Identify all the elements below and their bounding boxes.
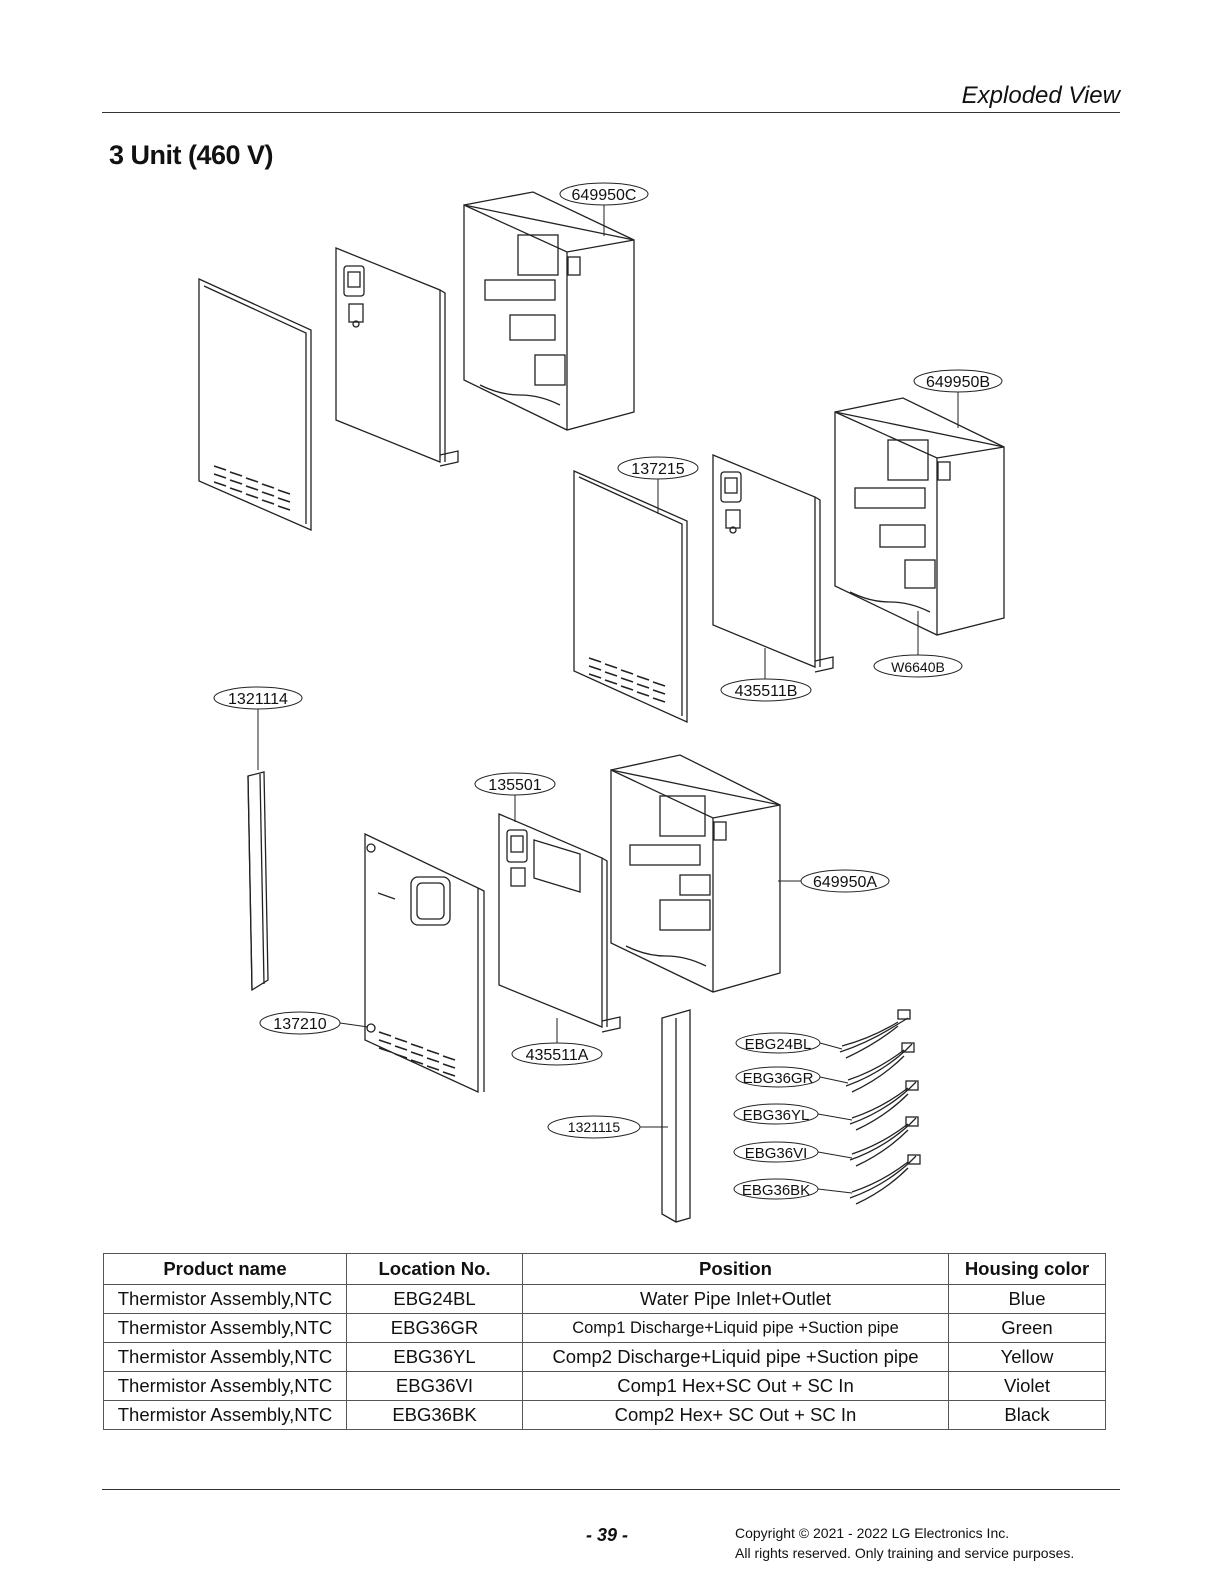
column-header: Position <box>522 1253 949 1285</box>
label-EBG36VI: EBG36VI <box>745 1145 808 1162</box>
copyright-notice: Copyright © 2021 - 2022 LG Electronics I… <box>735 1523 1074 1563</box>
inner-panel-c <box>335 247 459 467</box>
exploded-view-diagram: 649950C 649950B 137215 W6640B 435511B 13… <box>198 182 1005 1223</box>
cell-location-no: EBG36VI <box>346 1371 523 1401</box>
label-EBG24BL: EBG24BL <box>745 1036 812 1053</box>
label-649950C: 649950C <box>572 187 637 204</box>
chassis-b <box>834 397 1005 636</box>
inner-panel-a <box>498 813 621 1033</box>
cell-location-no: EBG36YL <box>346 1342 523 1372</box>
cell-housing-color: Violet <box>948 1371 1106 1401</box>
cell-location-no: EBG36GR <box>346 1313 523 1343</box>
column-header: Product name <box>103 1253 347 1285</box>
page-number: - 39 - <box>586 1525 629 1545</box>
label-1321115: 1321115 <box>568 1119 621 1135</box>
footer-rule <box>102 1489 1120 1490</box>
table-row: Thermistor Assembly,NTC EBG36VI Comp1 He… <box>103 1371 1106 1401</box>
cell-position: Comp1 Hex+SC Out + SC In <box>522 1371 949 1401</box>
header-section-title: Exploded View <box>961 82 1120 109</box>
cell-product-name: Thermistor Assembly,NTC <box>103 1371 347 1401</box>
copyright-line-2: All rights reserved. Only training and s… <box>735 1545 1075 1561</box>
inner-panel-b <box>712 454 834 673</box>
table-row: Thermistor Assembly,NTC EBG36YL Comp2 Di… <box>103 1342 1106 1372</box>
label-W6640B: W6640B <box>891 659 945 675</box>
label-137210: 137210 <box>273 1016 326 1033</box>
table-row: Thermistor Assembly,NTC EBG24BL Water Pi… <box>103 1284 1106 1314</box>
front-cover-panel-c <box>198 277 312 531</box>
front-door-a <box>364 832 485 1094</box>
table-row: Thermistor Assembly,NTC EBG36BK Comp2 He… <box>103 1400 1106 1430</box>
cell-location-no: EBG24BL <box>346 1284 523 1314</box>
copyright-line-1: Copyright © 2021 - 2022 LG Electronics I… <box>735 1525 1010 1541</box>
label-oval-649950C <box>559 182 649 206</box>
label-649950B: 649950B <box>926 374 990 391</box>
chassis-a <box>610 754 781 993</box>
label-EBG36GR: EBG36GR <box>743 1070 814 1087</box>
label-135501: 135501 <box>488 777 541 794</box>
table-header-row: Product name Location No. Position Housi… <box>103 1253 1106 1285</box>
thermistor-cables <box>839 1009 921 1205</box>
cell-product-name: Thermistor Assembly,NTC <box>103 1400 347 1430</box>
cell-position: Comp2 Hex+ SC Out + SC In <box>522 1400 949 1430</box>
label-1321114: 1321114 <box>228 691 288 708</box>
cell-location-no: EBG36BK <box>346 1400 523 1430</box>
side-post-left <box>247 771 269 992</box>
cell-product-name: Thermistor Assembly,NTC <box>103 1342 347 1372</box>
side-post-right <box>661 1009 691 1223</box>
label-EBG36BK: EBG36BK <box>742 1182 810 1199</box>
cell-housing-color: Green <box>948 1313 1106 1343</box>
header-rule <box>102 112 1120 113</box>
page-title: 3 Unit (460 V) <box>109 140 274 170</box>
cell-product-name: Thermistor Assembly,NTC <box>103 1284 347 1314</box>
column-header: Housing color <box>948 1253 1106 1285</box>
thermistor-table: Product name Location No. Position Housi… <box>103 1253 1106 1430</box>
cell-housing-color: Yellow <box>948 1342 1106 1372</box>
front-cover-panel-b <box>573 470 688 724</box>
label-435511A: 435511A <box>526 1047 589 1064</box>
cell-housing-color: Black <box>948 1400 1106 1430</box>
label-EBG36YL: EBG36YL <box>743 1107 810 1124</box>
cell-product-name: Thermistor Assembly,NTC <box>103 1313 347 1343</box>
label-649950A: 649950A <box>813 874 877 891</box>
cell-position: Comp1 Discharge+Liquid pipe +Suction pip… <box>522 1313 949 1343</box>
label-137215: 137215 <box>631 461 684 478</box>
table-row: Thermistor Assembly,NTC EBG36GR Comp1 Di… <box>103 1313 1106 1343</box>
column-header: Location No. <box>346 1253 523 1285</box>
cell-housing-color: Blue <box>948 1284 1106 1314</box>
cell-position: Water Pipe Inlet+Outlet <box>522 1284 949 1314</box>
cell-position: Comp2 Discharge+Liquid pipe +Suction pip… <box>522 1342 949 1372</box>
chassis-c <box>463 191 635 431</box>
label-435511B: 435511B <box>735 683 798 700</box>
